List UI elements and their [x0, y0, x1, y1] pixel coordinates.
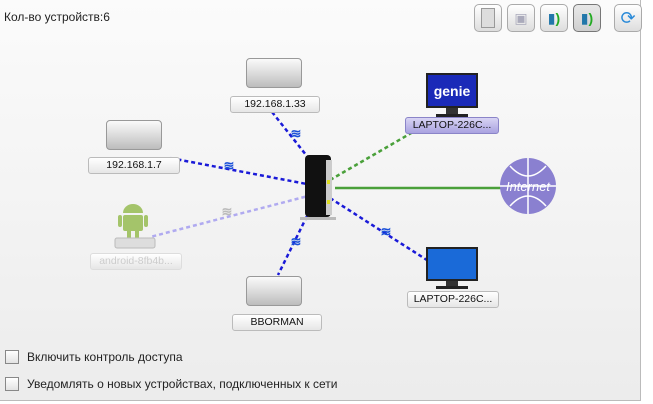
wifi-icon: ≋ — [222, 204, 233, 219]
device-label-selected[interactable]: LAPTOP-226C... — [405, 117, 499, 134]
checkbox-label: Включить контроль доступа — [27, 350, 183, 364]
wireless-device-icon: ▮) — [547, 9, 561, 26]
link-192-168-1-33 — [271, 111, 319, 171]
mac-mini-icon[interactable] — [106, 120, 162, 150]
notify-new-devices-checkbox[interactable]: Уведомлять о новых устройствах, подключе… — [5, 377, 337, 391]
router-icon — [300, 155, 336, 220]
wifi-icon: ≋ — [381, 224, 392, 239]
wifi-icon: ≋ — [224, 158, 235, 173]
device-label[interactable]: android-8fb4b... — [90, 253, 182, 270]
checkbox[interactable] — [5, 350, 19, 364]
device-label[interactable]: LAPTOP-226C... — [407, 291, 499, 308]
mac-mini-icon[interactable] — [246, 276, 302, 306]
link-laptop-genie — [329, 126, 421, 182]
internet-globe-icon: Internet — [500, 158, 556, 214]
wireless-view-button[interactable]: ▮) — [540, 4, 568, 32]
refresh-button[interactable]: ⟳ — [614, 4, 642, 32]
link-bborman — [276, 209, 312, 276]
router-icon — [481, 8, 495, 28]
svg-text:Internet: Internet — [506, 179, 551, 194]
network-map-panel: Кол-во устройств:6 ▣ ▮) ▮) ⟳ ≋ ≋ ≋ ≋ ≋ I… — [0, 0, 642, 401]
device-label[interactable]: BBORMAN — [232, 314, 322, 331]
wireless-device-selected-icon: ▮) — [580, 9, 594, 26]
checkbox-label: Уведомлять о новых устройствах, подключе… — [27, 377, 338, 391]
checkbox[interactable] — [5, 377, 19, 391]
refresh-icon: ⟳ — [620, 7, 636, 28]
wireless-selected-button[interactable]: ▮) — [573, 4, 601, 32]
device-label[interactable]: 192.168.1.33 — [230, 96, 320, 113]
link-192-168-1-7 — [169, 156, 313, 187]
network-diagram: ≋ ≋ ≋ ≋ ≋ Internet genie — [114, 73, 556, 289]
device-label[interactable]: 192.168.1.7 — [88, 157, 180, 174]
android-icon — [118, 204, 148, 238]
link-laptop-monitor — [329, 196, 431, 264]
devices-icon: ▣ — [514, 9, 528, 26]
genie-monitor-icon: genie — [426, 73, 478, 117]
router-view-button[interactable] — [474, 4, 502, 32]
mac-mini-icon[interactable] — [246, 58, 302, 88]
svg-text:genie: genie — [434, 83, 471, 99]
device-count: Кол-во устройств:6 — [4, 10, 110, 24]
wifi-icon: ≋ — [291, 126, 302, 141]
devices-view-button[interactable]: ▣ — [507, 4, 535, 32]
monitor-icon — [426, 247, 478, 289]
wifi-icon: ≋ — [291, 234, 302, 249]
access-control-checkbox[interactable]: Включить контроль доступа — [5, 350, 183, 364]
